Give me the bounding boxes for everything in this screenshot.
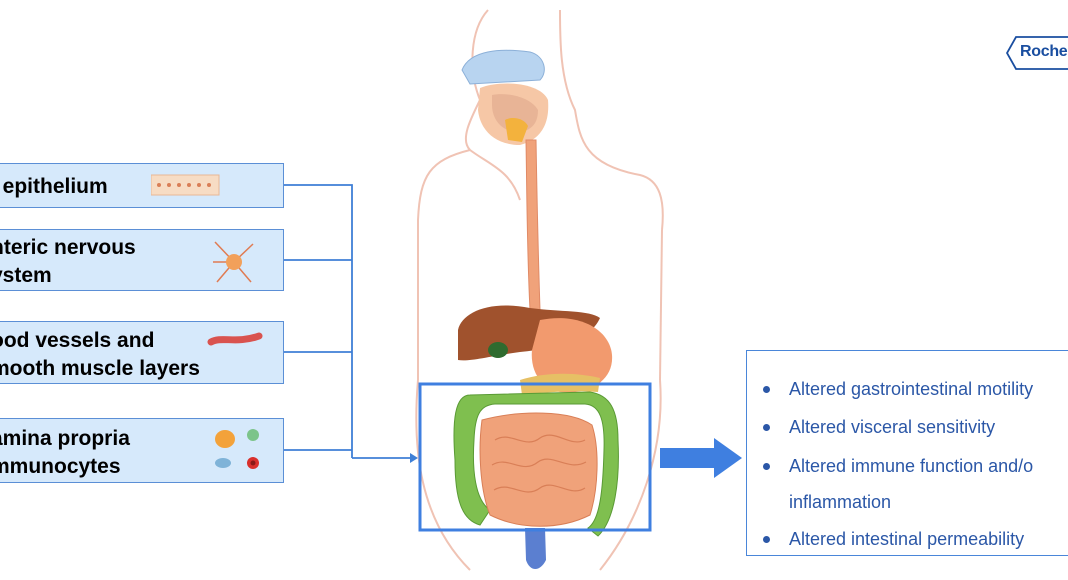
bullet-icon — [763, 424, 770, 431]
box-label-line2: ystem — [0, 264, 52, 287]
bullet-icon — [763, 463, 770, 470]
roche-logo: Roche — [1006, 36, 1068, 70]
box-enteric-nervous-system: nteric nervous ystem — [0, 229, 284, 291]
box-intestinal-epithelium: l epithelium — [0, 163, 284, 208]
outcomes-box: Altered gastrointestinal motility Altere… — [746, 350, 1068, 556]
box-label: l epithelium — [0, 175, 108, 198]
box-label-line2: mooth muscle layers — [0, 357, 200, 380]
box-label-line2: mmunocytes — [0, 455, 121, 478]
box-label-line1: nteric nervous — [0, 236, 136, 259]
box-lamina-propria-immunocytes: amina propria mmunocytes — [0, 418, 284, 483]
box-label-line1: amina propria — [0, 427, 130, 450]
bullet-icon — [763, 536, 770, 543]
box-label-line1: ood vessels and — [0, 329, 155, 352]
blood-vessel-icon — [207, 332, 263, 346]
bullet-icon — [763, 386, 770, 393]
box-blood-vessels-smooth-muscle: ood vessels and mooth muscle layers — [0, 321, 284, 384]
immune-cells-icon — [215, 429, 259, 469]
neuron-icon — [213, 241, 254, 283]
epithelium-cells-icon — [151, 174, 220, 196]
